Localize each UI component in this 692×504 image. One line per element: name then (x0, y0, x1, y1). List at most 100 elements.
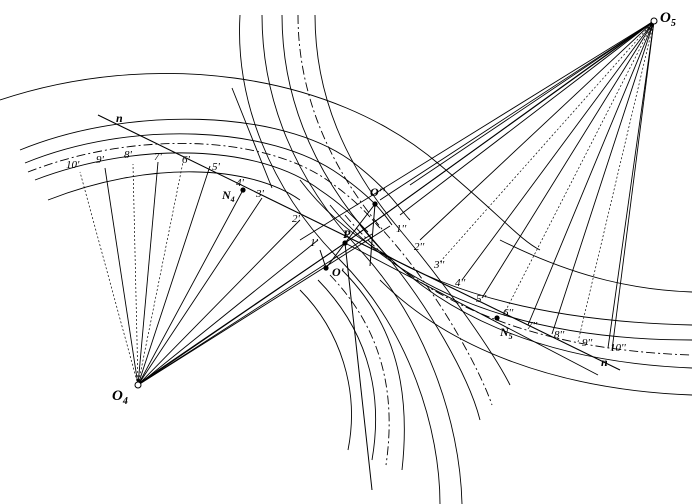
left-ray (137, 189, 244, 386)
left-ray (132, 163, 139, 386)
lower-arc-1 (299, 289, 352, 451)
o-dprime-marker (372, 201, 378, 207)
p-to-o5 (344, 21, 653, 244)
left-outer-arc (0, 72, 541, 251)
label-o-dprime: O'' (370, 185, 386, 199)
mid-pitch-arc (297, 14, 493, 406)
left-tick-label: 10' (66, 159, 80, 171)
right-ray (527, 20, 655, 326)
right-tick-label: 5'' (476, 293, 487, 305)
line-secondary (344, 242, 599, 376)
label-n5: N5 (499, 325, 513, 341)
left-ray (137, 165, 211, 386)
right-pitch-circle (344, 214, 692, 356)
left-tick-label: 5' (212, 161, 221, 173)
right-arc-2 (329, 204, 692, 341)
left-arc-3 (34, 152, 369, 233)
left-arc-family (0, 72, 541, 251)
labels: O4 O5 P O' O'' N4 N5 n n (112, 10, 676, 407)
mid-arc-1 (239, 14, 441, 504)
points (134, 17, 658, 389)
right-ray (611, 20, 655, 351)
label-p: P (343, 227, 351, 241)
right-ray-fan (299, 20, 655, 351)
middle-arc-family (239, 14, 511, 504)
right-ray (419, 20, 655, 241)
n5-marker (494, 315, 500, 321)
left-tick-label: 1' (310, 237, 319, 249)
right-tick-label: 3'' (433, 259, 445, 271)
right-ray (461, 20, 655, 281)
left-ray (104, 167, 139, 386)
left-tick-label: 9' (96, 154, 105, 166)
right-ray (504, 20, 655, 313)
left-ray (137, 239, 319, 386)
right-ray (481, 20, 655, 299)
left-ray (137, 219, 301, 386)
left-ray (137, 161, 159, 386)
center-o4-marker (134, 381, 142, 389)
right-tick-label: 9'' (582, 337, 593, 349)
mid-arc-2 (261, 14, 463, 504)
mid-arc-4 (314, 14, 511, 386)
label-o4: O4 (112, 388, 128, 407)
left-tick-label: 4' (236, 177, 245, 189)
label-n-start: n (116, 111, 123, 125)
left-pitch-circle (27, 142, 381, 229)
center-lines (137, 21, 653, 491)
right-tick-label: 1'' (396, 223, 407, 235)
right-tick-label: 2'' (414, 241, 425, 253)
center-o5-marker (650, 17, 658, 25)
o-prime-to-o-dprime (325, 203, 376, 269)
left-arc-1 (19, 118, 411, 221)
o-dprime-to-arc (369, 203, 376, 267)
label-o-prime: O' (332, 265, 345, 279)
left-ray (137, 225, 391, 386)
right-ray (379, 20, 655, 201)
left-tick-labels: 10'9'8'7'6'5'4'3'2'1' (66, 149, 319, 249)
right-arc-1 (299, 179, 692, 326)
right-tick-label: 8'' (554, 329, 565, 341)
o4-to-p (137, 242, 346, 385)
left-arc-2 (24, 133, 393, 226)
p-vertical (344, 242, 373, 491)
aux-line-top (231, 87, 273, 189)
right-tick-label: 4'' (455, 277, 466, 289)
right-tick-label: 7'' (527, 320, 538, 332)
right-ray (439, 20, 655, 263)
right-arc-family (299, 179, 692, 396)
pitch-point-marker (342, 240, 348, 246)
right-tick-label: 6'' (503, 307, 514, 319)
right-tick-label: 10'' (610, 342, 626, 354)
o-prime-stub (319, 249, 327, 269)
right-ray (607, 20, 655, 349)
label-n-end: n (601, 355, 608, 369)
label-n4: N4 (221, 188, 235, 204)
right-ray (409, 20, 655, 186)
label-o5: O5 (660, 10, 676, 29)
lower-pitch-arc (329, 274, 390, 466)
right-arc-3 (359, 224, 692, 369)
n4-marker (240, 187, 246, 193)
lower-arc-2 (317, 279, 377, 461)
right-tick-labels: 1'' 2'' 3'' 4'' 5'' 6'' 7'' 8'' 9'' 10'' (396, 223, 626, 354)
left-ray (137, 197, 263, 386)
mid-arc-3 (281, 14, 481, 421)
o-prime-marker (323, 265, 329, 271)
right-ray (577, 20, 655, 343)
left-tick-label: 2' (292, 213, 301, 225)
left-ray (79, 171, 139, 386)
left-ray (137, 161, 184, 386)
left-tick-label: 7' (154, 151, 163, 163)
left-arc-base (47, 171, 301, 201)
right-ray (551, 20, 655, 335)
right-arc-top (499, 239, 692, 293)
right-ray (299, 20, 655, 241)
right-ray (399, 20, 655, 216)
left-tick-label: 8' (124, 149, 133, 161)
left-tick-label: 6' (182, 154, 191, 166)
right-arc-4 (379, 279, 692, 396)
lower-arc-3 (341, 269, 405, 471)
